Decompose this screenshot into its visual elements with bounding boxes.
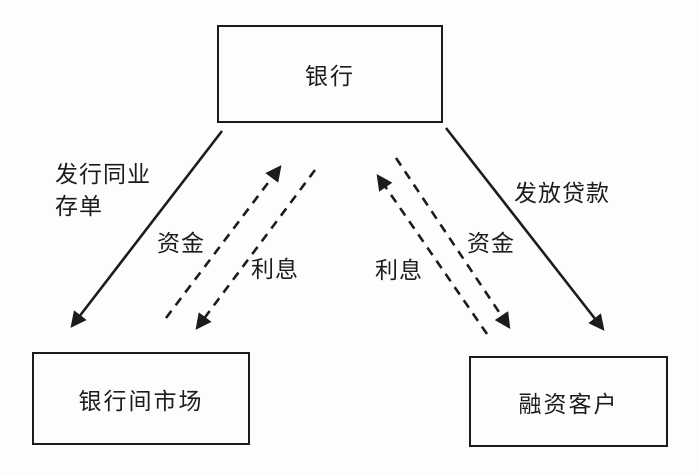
node-financing-customers-label: 融资客户 bbox=[518, 390, 619, 417]
edge-label-issue-ncd: 发行同业 存单 bbox=[55, 158, 151, 222]
edge-label-issue-ncd-line2: 存单 bbox=[55, 193, 103, 219]
node-interbank-market-label: 银行间市场 bbox=[78, 387, 204, 414]
edge-label-interest-to-market: 利息 bbox=[251, 256, 299, 282]
edge-label-interest-from-customers: 利息 bbox=[375, 257, 423, 283]
edge-label-funds-to-customers: 资金 bbox=[467, 230, 515, 256]
node-bank-label: 银行 bbox=[305, 63, 355, 89]
edge-label-issue-ncd-line1: 发行同业 bbox=[55, 161, 151, 187]
edge-label-grant-loans: 发放贷款 bbox=[514, 180, 610, 206]
node-bank: 银行 bbox=[217, 25, 443, 123]
node-interbank-market: 银行间市场 bbox=[32, 352, 250, 445]
node-financing-customers: 融资客户 bbox=[469, 356, 668, 447]
edge-label-funds-from-market: 资金 bbox=[157, 230, 205, 256]
interest-to-market-arrow bbox=[195, 169, 317, 330]
